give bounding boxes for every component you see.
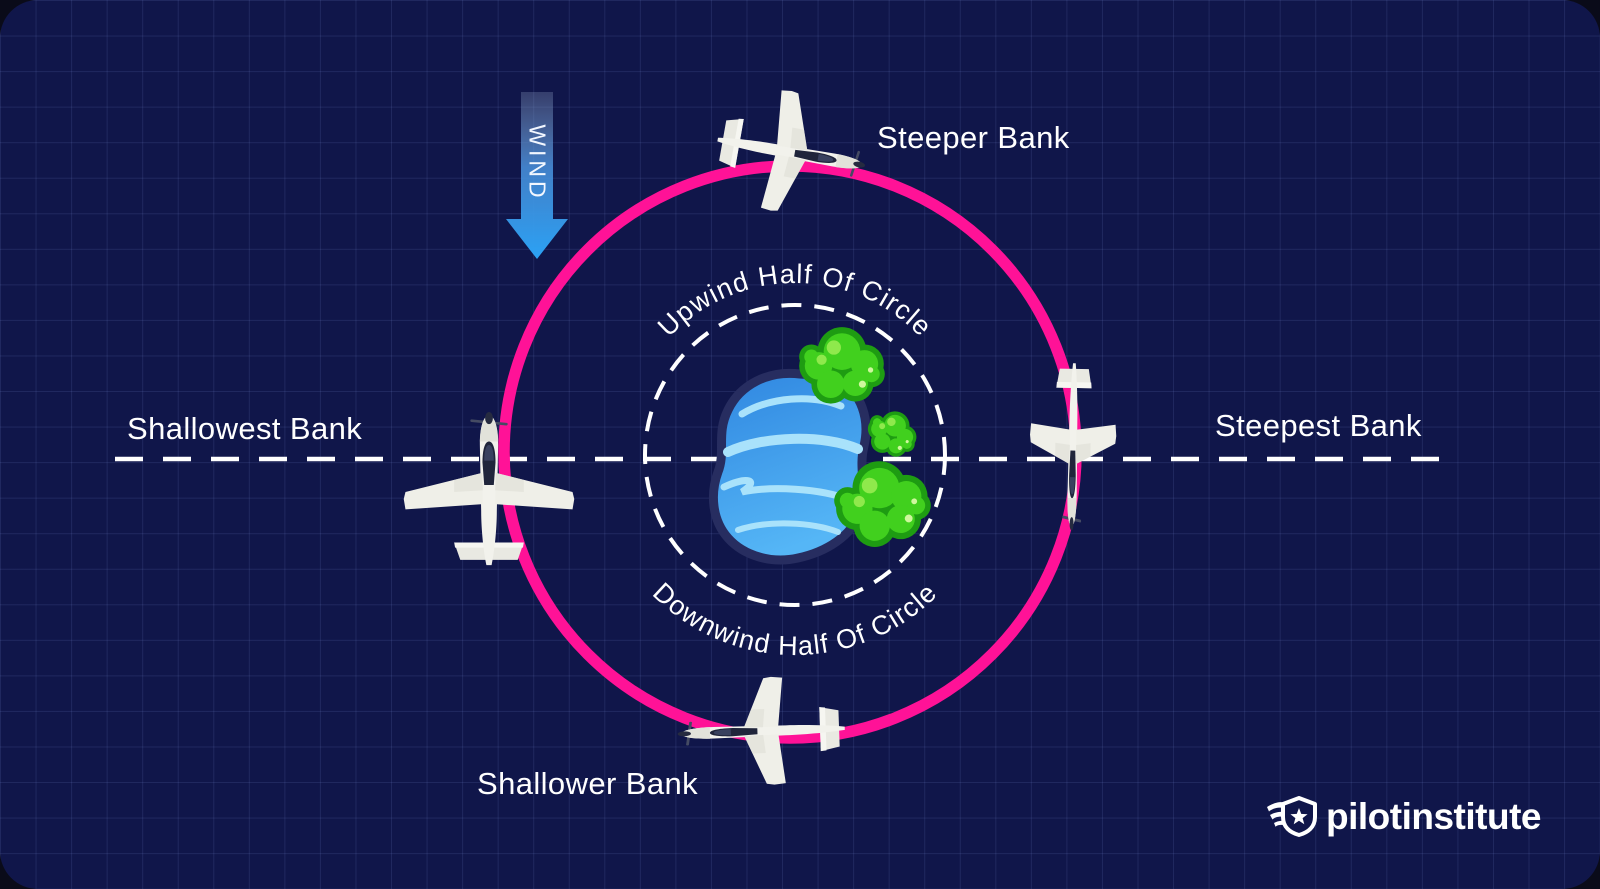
downwind-half-label-text: Downwind Half Of Circle (647, 577, 943, 661)
airplane-top-steeper-bank (705, 78, 877, 227)
steeper-bank-label: Steeper Bank (877, 120, 1070, 155)
wind-arrow-icon (506, 92, 568, 259)
logo-shield-icon (1267, 796, 1317, 837)
downwind-half-label: Downwind Half Of Circle (647, 577, 942, 661)
logo-wordmark: pilotinstitute (1326, 795, 1541, 837)
inner-dashed-circle (643, 303, 947, 607)
wind-label: WIND (524, 124, 551, 202)
tree-middle (860, 403, 924, 464)
shallowest-bank-label: Shallowest Bank (127, 411, 363, 446)
shallower-bank-label: Shallower Bank (477, 766, 698, 801)
airplane-bottom-shallower-bank (674, 672, 849, 790)
airplane-left-shallowest-bank (402, 410, 576, 567)
lake-illustration (708, 368, 871, 565)
upwind-half-label: Upwind Half Of Circle (652, 259, 937, 342)
steepest-bank-label: Steepest Bank (1215, 408, 1422, 443)
pilot-institute-logo: pilotinstitute (1266, 793, 1541, 839)
airplane-right-steepest-bank (1026, 361, 1119, 533)
upwind-half-label-text: Upwind Half Of Circle (652, 259, 938, 342)
